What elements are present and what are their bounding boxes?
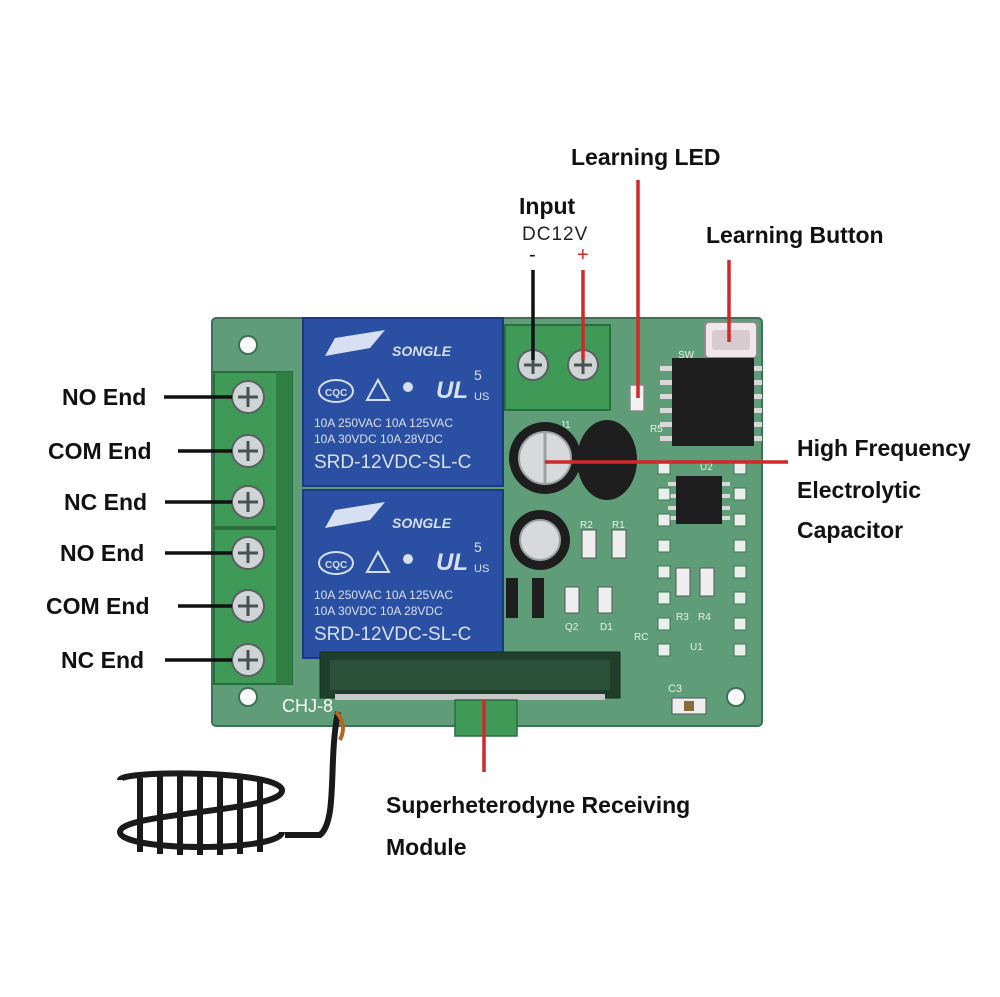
ic-chip bbox=[660, 358, 762, 446]
warning-triangle-icon bbox=[365, 549, 391, 573]
electrolytic-capacitor bbox=[509, 422, 581, 494]
decoder-chip bbox=[668, 476, 730, 524]
svg-text:CQC: CQC bbox=[325, 560, 347, 571]
relay-logo-icon bbox=[325, 502, 385, 528]
relay-2: SONGLE CQC UL 5 US 10A 250VAC 10A 125VAC… bbox=[302, 489, 504, 659]
warning-triangle-icon bbox=[365, 377, 391, 401]
learning-led-label: Learning LED bbox=[571, 144, 721, 170]
minus-label: - bbox=[529, 244, 536, 266]
svg-text:R2: R2 bbox=[580, 520, 593, 531]
svg-text:CQC: CQC bbox=[325, 388, 347, 399]
left-terminal-block bbox=[213, 371, 293, 685]
relay-brand: SONGLE bbox=[392, 343, 452, 359]
svg-text:US: US bbox=[474, 563, 489, 575]
antenna-copper bbox=[334, 710, 345, 741]
hf-capacitor-label-line1: High Frequency bbox=[797, 435, 971, 461]
antenna-coil bbox=[116, 711, 341, 855]
mounting-hole bbox=[238, 335, 258, 355]
svg-text:R1: R1 bbox=[612, 520, 625, 531]
learning-button-label: Learning Button bbox=[706, 222, 884, 248]
transistor bbox=[577, 420, 637, 500]
board-silkscreen: CHJ-8 bbox=[282, 696, 333, 716]
com-end-label-1: COM End bbox=[48, 438, 152, 464]
no-end-label-1: NO End bbox=[62, 384, 147, 410]
hf-capacitor-label-line3: Capacitor bbox=[797, 517, 904, 543]
receiver-label-line2: Module bbox=[386, 834, 467, 860]
svg-text:Q2: Q2 bbox=[565, 622, 579, 633]
mounting-hole bbox=[726, 687, 746, 707]
ul-mark: UL bbox=[436, 377, 468, 404]
svg-text:5: 5 bbox=[474, 367, 482, 383]
svg-text:SW: SW bbox=[678, 350, 695, 361]
relay-model: SRD-12VDC-SL-C bbox=[314, 624, 471, 645]
capacitor-2 bbox=[510, 510, 570, 570]
mounting-hole bbox=[238, 687, 258, 707]
svg-text:U2: U2 bbox=[700, 462, 713, 473]
plus-label: + bbox=[577, 244, 589, 266]
svg-text:U1: U1 bbox=[690, 642, 703, 653]
hf-capacitor-label-line2: Electrolytic bbox=[797, 477, 921, 503]
com-end-label-2: COM End bbox=[46, 593, 150, 619]
pin-header bbox=[657, 461, 747, 657]
svg-text:R3: R3 bbox=[676, 612, 689, 623]
ul-mark: UL bbox=[436, 549, 468, 576]
svg-text:R5: R5 bbox=[650, 424, 663, 435]
relay-rating: 10A 250VAC 10A 125VAC bbox=[314, 588, 453, 602]
nc-end-label-2: NC End bbox=[61, 647, 145, 673]
leader-lines-red bbox=[482, 180, 788, 772]
dc12v-label: DC12V bbox=[522, 224, 589, 245]
relay-dot bbox=[403, 382, 413, 392]
svg-text:US: US bbox=[474, 391, 489, 403]
svg-text:C3: C3 bbox=[668, 683, 682, 695]
power-terminal-block bbox=[504, 324, 611, 411]
cqc-mark-icon bbox=[318, 551, 354, 575]
relay-rating: 10A 30VDC 10A 28VDC bbox=[314, 432, 443, 446]
relay-rating: 10A 30VDC 10A 28VDC bbox=[314, 604, 443, 618]
relay-1: SONGLE CQC UL 5 US 10A 250VAC 10A 125VAC… bbox=[302, 317, 504, 487]
svg-text:J1: J1 bbox=[560, 420, 571, 431]
relay-rating: 10A 250VAC 10A 125VAC bbox=[314, 416, 453, 430]
cqc-mark-icon bbox=[318, 379, 354, 403]
relay-model: SRD-12VDC-SL-C bbox=[314, 452, 471, 473]
svg-text:5: 5 bbox=[474, 539, 482, 555]
leader-lines-black bbox=[164, 270, 535, 662]
input-label: Input bbox=[519, 193, 576, 219]
svg-text:RC: RC bbox=[634, 632, 648, 643]
svg-text:R4: R4 bbox=[698, 612, 711, 623]
receiver-label-line1: Superheterodyne Receiving bbox=[386, 792, 691, 818]
nc-end-label-1: NC End bbox=[64, 489, 148, 515]
svg-text:D1: D1 bbox=[600, 622, 613, 633]
relay-logo-icon bbox=[325, 330, 385, 356]
receiver-module bbox=[319, 651, 621, 737]
relay-brand: SONGLE bbox=[392, 515, 452, 531]
relay-dot bbox=[403, 554, 413, 564]
no-end-label-2: NO End bbox=[60, 540, 145, 566]
